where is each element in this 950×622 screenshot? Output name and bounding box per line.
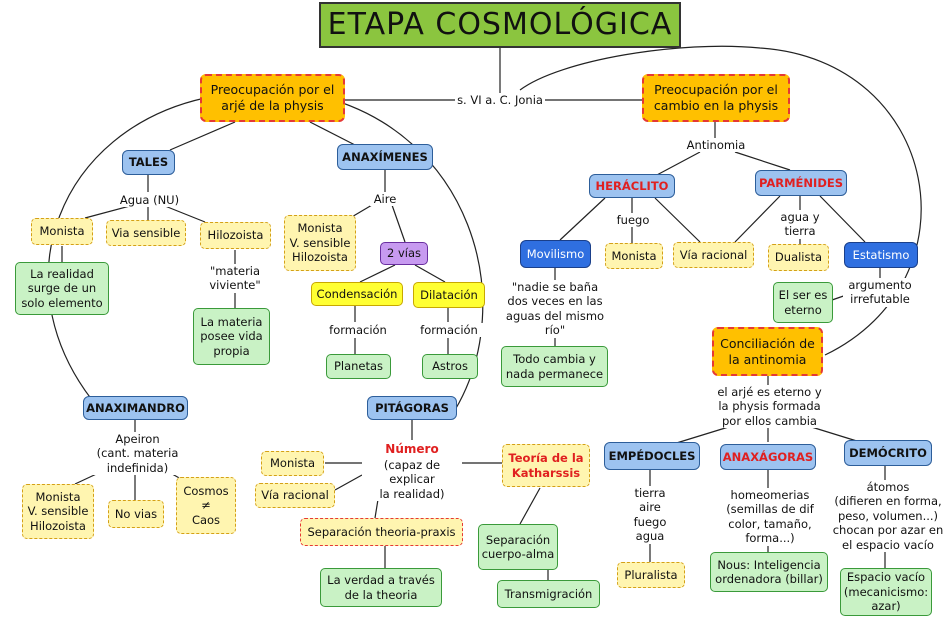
movilismo-box: Movilismo [520, 240, 591, 268]
anaximenes-2vias: 2 vías [380, 242, 428, 265]
tales-materia-viviente: "materia viviente" [200, 264, 270, 293]
ser-eterno-box: El ser es eterno [773, 282, 833, 323]
separacion-theoria-box: Separación theoria-praxis [300, 518, 463, 546]
democrito-atomos: átomos (difieren en forma, peso, volumen… [832, 480, 944, 552]
nous-box: Nous: Inteligencia ordenadora (billar) [710, 552, 828, 592]
tales-box: TALES [122, 150, 175, 175]
parmenides-box: PARMÉNIDES [755, 170, 847, 196]
astros-box: Astros [422, 354, 478, 379]
condensacion-box: Condensación [311, 282, 403, 306]
estatismo-box: Estatismo [844, 242, 918, 268]
pluralista-box: Pluralista [617, 562, 685, 588]
conciliacion-box: Conciliación de la antinomia [712, 327, 823, 376]
heraclito-box: HERÁCLITO [589, 174, 675, 198]
anaxagoras-box: ANAXÁGORAS [720, 444, 816, 470]
tales-materia-vida: La materia posee vida propia [193, 308, 270, 365]
empedocles-elementos: tierra aire fuego agua [625, 486, 675, 544]
espacio-vacio-box: Espacio vacío (mecanicismo: azar) [840, 568, 932, 616]
empedocles-box: EMPÉDOCLES [604, 442, 700, 470]
heraclito-arje: fuego [615, 213, 651, 228]
tales-monista: Monista [31, 218, 93, 245]
antinomia-label: Antinomia [683, 138, 749, 153]
tales-via: Via sensible [106, 220, 186, 246]
heraclito-monista: Monista [605, 243, 663, 269]
tales-arje: Agua (NU) [112, 193, 187, 208]
conciliacion-desc: el arjé es eterno y la physis formada po… [712, 385, 827, 429]
democrito-box: DEMÓCRITO [844, 440, 932, 466]
anaximandro-box: ANAXIMANDRO [83, 396, 188, 420]
pitagoras-via-racional: Vía racional [255, 483, 335, 508]
anaximenes-arje: Aire [370, 192, 400, 207]
right-concern-box: Preocupación por el cambio en la physis [642, 74, 790, 122]
planetas-box: Planetas [326, 354, 391, 379]
heraclito-cita: "nadie se baña dos veces en las aguas de… [505, 280, 605, 338]
anaximandro-novias: No vias [108, 500, 164, 528]
anaximenes-props: Monista V. sensible Hilozoista [284, 215, 356, 271]
anaximenes-box: ANAXÍMENES [337, 144, 433, 170]
anaximandro-cosmos: Cosmos ≠ Caos [176, 477, 236, 534]
transmigracion-box: Transmigración [497, 580, 600, 608]
pitagoras-box: PITÁGORAS [367, 396, 457, 420]
katharssis-box: Teoría de la Katharssis [502, 444, 590, 487]
verdad-theoria-box: La verdad a través de la theoria [320, 568, 442, 607]
left-concern-box: Preocupación por el arjé de la physis [200, 74, 345, 122]
todo-cambia-box: Todo cambia y nada permanece [501, 346, 608, 387]
tales-realidad: La realidad surge de un solo elemento [15, 262, 109, 315]
anaxagoras-homeomerias: homeomerias (semillas de dif color, tama… [720, 488, 820, 546]
pitagoras-monista: Monista [261, 451, 324, 476]
formacion-label-2: formación [414, 323, 484, 338]
argumento-label: argumento irrefutable [843, 278, 917, 307]
parmenides-arje: agua y tierra [775, 210, 825, 239]
center-label: s. VI a. C. Jonia [455, 93, 545, 108]
separacion-cuerpo-box: Separación cuerpo-alma [478, 524, 558, 570]
heraclito-via-racional: Vía racional [673, 242, 754, 268]
anaximandro-arje: Apeiron (cant. materia indefinida) [90, 432, 185, 476]
parmenides-dualista: Dualista [768, 244, 829, 271]
diagram-title: ETAPA COSMOLÓGICA [319, 2, 681, 48]
tales-hilozoista: Hilozoista [200, 222, 271, 249]
anaximandro-props: Monista V. sensible Hilozoista [22, 484, 94, 539]
dilatacion-box: Dilatación [413, 282, 485, 308]
pitagoras-numero-desc: (capaz de explicar la realidad) [362, 458, 462, 502]
formacion-label-1: formación [323, 323, 393, 338]
pitagoras-numero: Número [372, 442, 452, 457]
